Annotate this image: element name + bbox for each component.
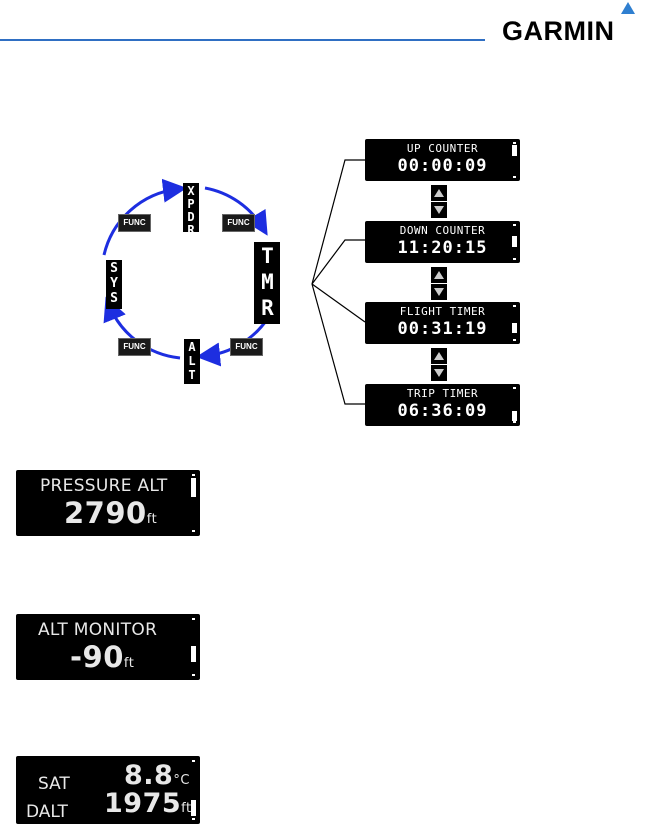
func-button-bottom-left[interactable]: FUNC [118,338,151,356]
mode-alt[interactable]: ALT [184,339,200,384]
pressure-alt-display: PRESSURE ALT 2790ft [16,470,200,536]
mode-tmr[interactable]: TMR [254,242,280,324]
updown-arrows-2[interactable] [431,267,447,300]
mode-cycle-diagram [0,0,649,440]
timer-up-counter: UP COUNTER 00:00:09 [365,139,520,181]
scroll-indicator [512,224,517,260]
func-button-top-left[interactable]: FUNC [118,214,151,232]
alt-monitor-display: ALT MONITOR -90ft [16,614,200,680]
timer-down-counter: DOWN COUNTER 11:20:15 [365,221,520,263]
updown-arrows-3[interactable] [431,348,447,381]
func-button-top-right[interactable]: FUNC [222,214,255,232]
arrow-down-icon[interactable] [431,365,447,381]
func-button-bottom-right[interactable]: FUNC [230,338,263,356]
arrow-down-icon[interactable] [431,202,447,218]
scroll-indicator [191,760,196,820]
updown-arrows-1[interactable] [431,185,447,218]
scroll-indicator [191,618,196,676]
arrow-down-icon[interactable] [431,284,447,300]
mode-sys[interactable]: SYS [106,260,122,309]
timer-trip-timer: TRIP TIMER 06:36:09 [365,384,520,426]
scroll-indicator [512,305,517,341]
scroll-indicator [191,474,196,532]
arrow-up-icon[interactable] [431,348,447,364]
scroll-indicator [512,387,517,423]
sat-dalt-display: SAT 8.8°C DALT 1975ft [16,756,200,824]
arrow-up-icon[interactable] [431,267,447,283]
scroll-indicator [512,142,517,178]
mode-xpdr[interactable]: XPDR [183,183,199,232]
timer-flight-timer: FLIGHT TIMER 00:31:19 [365,302,520,344]
arrow-up-icon[interactable] [431,185,447,201]
